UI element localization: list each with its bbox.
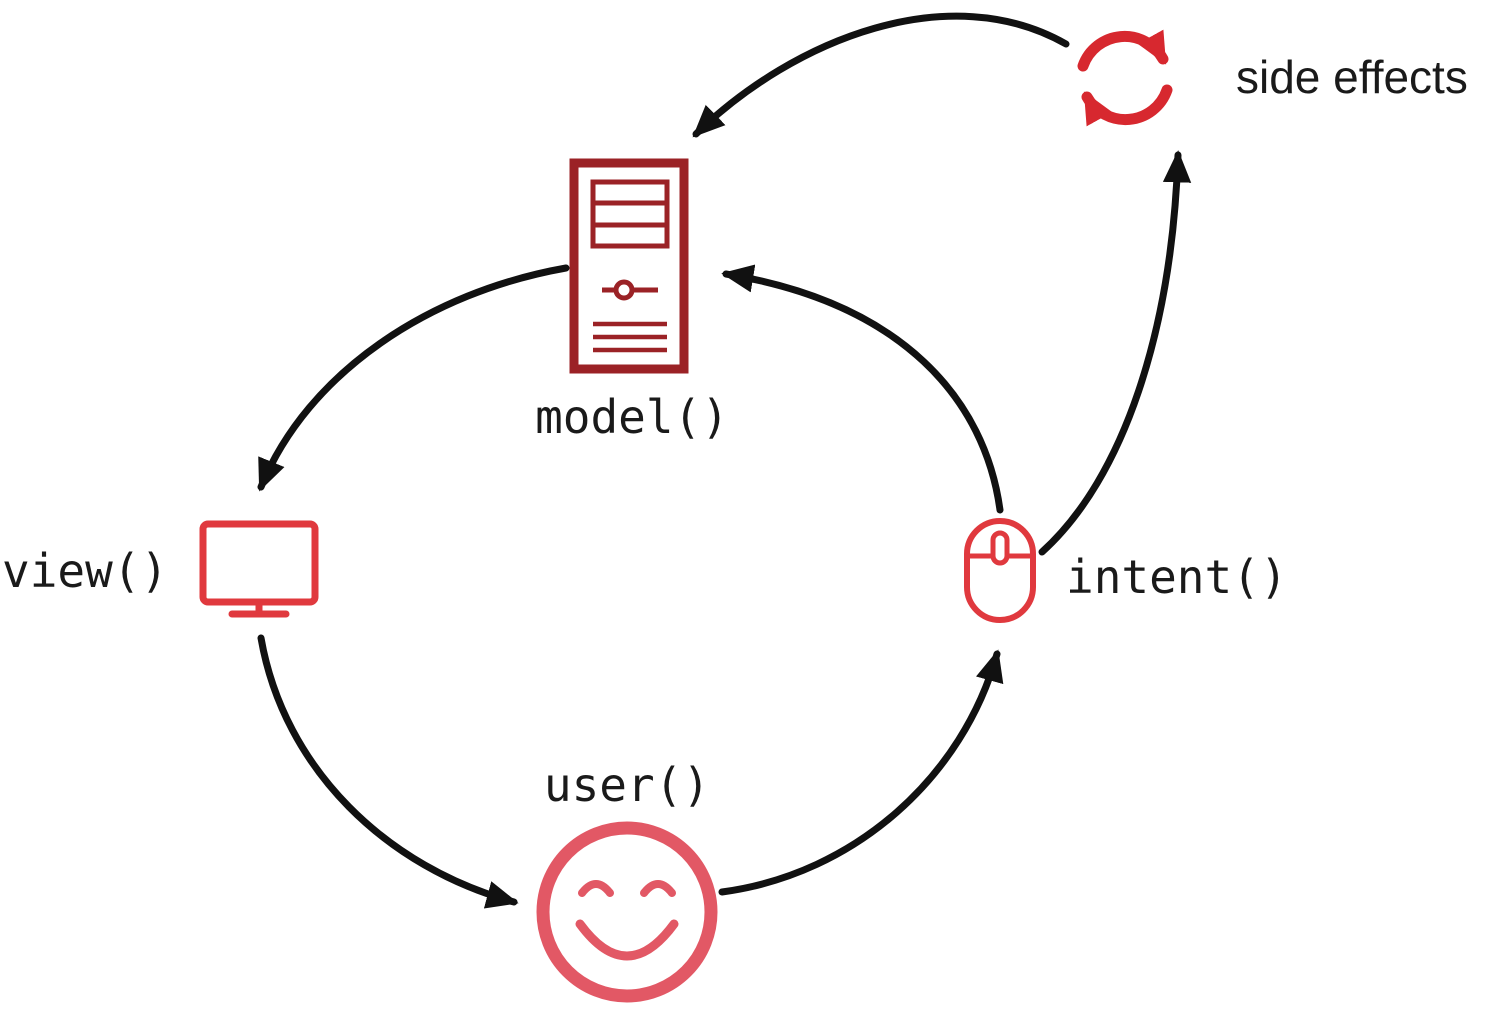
smiley-head xyxy=(536,821,718,1003)
mouse-scroll-wheel xyxy=(990,530,1010,566)
edge-user-to-intent-arrow xyxy=(718,649,1004,896)
smiley-mouth xyxy=(575,919,679,961)
mouse-body xyxy=(964,518,1036,623)
server-drive-bay xyxy=(590,179,670,249)
model-label: model() xyxy=(535,390,729,444)
view-label: view() xyxy=(2,544,169,598)
server-icon xyxy=(569,158,689,374)
server-knob xyxy=(613,279,635,301)
sync-top-arc xyxy=(1077,29,1169,72)
monitor-icon xyxy=(199,520,319,618)
edge-intent-to-side-effects-arrow xyxy=(1038,150,1192,556)
user-label: user() xyxy=(543,758,711,812)
sync-bottom-arc xyxy=(1081,84,1173,127)
sync-arrows-icon xyxy=(1077,29,1173,127)
smiley-face-icon xyxy=(536,821,718,1003)
edge-side-effects-to-model-arrow xyxy=(692,12,1070,138)
intent-label: intent() xyxy=(1066,550,1288,604)
side-effects-label: side effects xyxy=(1236,51,1468,103)
edge-view-to-user-arrow xyxy=(257,634,519,909)
monitor-screen xyxy=(199,520,319,606)
cycle-arrows xyxy=(257,12,1192,909)
edge-model-to-view-arrow xyxy=(257,264,570,492)
edge-intent-to-model-arrow xyxy=(721,264,1004,514)
smiley-left-eye xyxy=(578,880,614,897)
smiley-right-eye xyxy=(640,880,676,897)
mouse-icon xyxy=(964,518,1036,623)
